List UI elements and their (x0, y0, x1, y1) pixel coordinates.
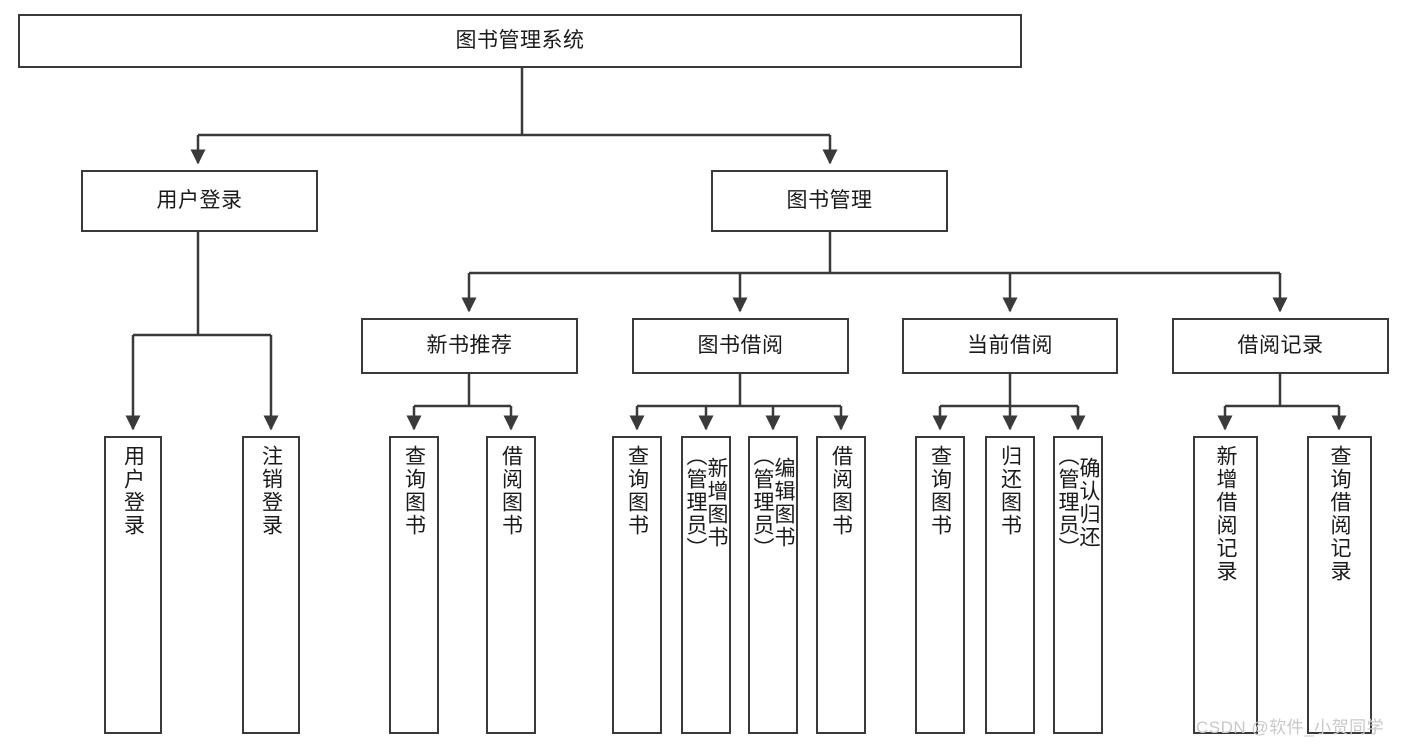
node-bb-query-book-label: 查询图书 (625, 445, 649, 537)
watermark: CSDN @软件_小贺同学 (1196, 718, 1385, 737)
node-br-add-record[interactable]: 新增借阅记录 (1193, 436, 1258, 734)
node-bb-borrow-book-label: 借阅图书 (829, 445, 853, 537)
node-user-logout[interactable]: 注销登录 (242, 436, 300, 734)
node-bb-query-book[interactable]: 查询图书 (612, 436, 662, 734)
node-bb-edit-book-label: 编辑图书 （管理员） (751, 445, 795, 560)
node-nbr-borrow-book[interactable]: 借阅图书 (486, 436, 536, 734)
node-nbr-query-book-label: 查询图书 (402, 445, 426, 537)
node-book-borrow-label: 图书借阅 (697, 334, 784, 358)
node-borrow-record[interactable]: 借阅记录 (1172, 318, 1389, 374)
node-user-login[interactable]: 用户登录 (81, 170, 318, 232)
node-cb-confirm-return[interactable]: 确认归还 （管理员） (1053, 436, 1103, 734)
node-cb-confirm-return-label: 确认归还 （管理员） (1056, 445, 1100, 560)
node-bb-add-book[interactable]: 新增图书 （管理员） (681, 436, 731, 734)
node-bb-edit-book[interactable]: 编辑图书 （管理员） (748, 436, 798, 734)
node-cb-return-book-label: 归还图书 (998, 445, 1022, 537)
node-borrow-record-label: 借阅记录 (1237, 334, 1324, 358)
node-cb-query-book[interactable]: 查询图书 (915, 436, 965, 734)
node-current-borrow[interactable]: 当前借阅 (902, 318, 1118, 374)
node-user-login-do[interactable]: 用户登录 (104, 436, 162, 734)
node-user-logout-label: 注销登录 (259, 445, 283, 537)
node-book-manage-label: 图书管理 (786, 189, 873, 213)
node-bb-add-book-label: 新增图书 （管理员） (684, 445, 728, 560)
node-br-query-record-label: 查询借阅记录 (1328, 445, 1351, 583)
node-new-book-recommend[interactable]: 新书推荐 (361, 318, 578, 374)
node-br-add-record-label: 新增借阅记录 (1214, 445, 1237, 583)
node-book-borrow[interactable]: 图书借阅 (632, 318, 849, 374)
node-new-book-recommend-label: 新书推荐 (426, 334, 513, 358)
node-br-query-record[interactable]: 查询借阅记录 (1307, 436, 1372, 734)
node-nbr-borrow-book-label: 借阅图书 (499, 445, 523, 537)
node-root[interactable]: 图书管理系统 (18, 14, 1022, 68)
node-root-label: 图书管理系统 (455, 29, 585, 53)
node-cb-return-book[interactable]: 归还图书 (985, 436, 1035, 734)
node-bb-borrow-book[interactable]: 借阅图书 (816, 436, 866, 734)
node-current-borrow-label: 当前借阅 (967, 334, 1053, 358)
node-user-login-do-label: 用户登录 (121, 445, 145, 537)
node-cb-query-book-label: 查询图书 (928, 445, 952, 537)
node-user-login-label: 用户登录 (156, 189, 243, 213)
node-book-manage[interactable]: 图书管理 (711, 170, 948, 232)
node-nbr-query-book[interactable]: 查询图书 (389, 436, 439, 734)
